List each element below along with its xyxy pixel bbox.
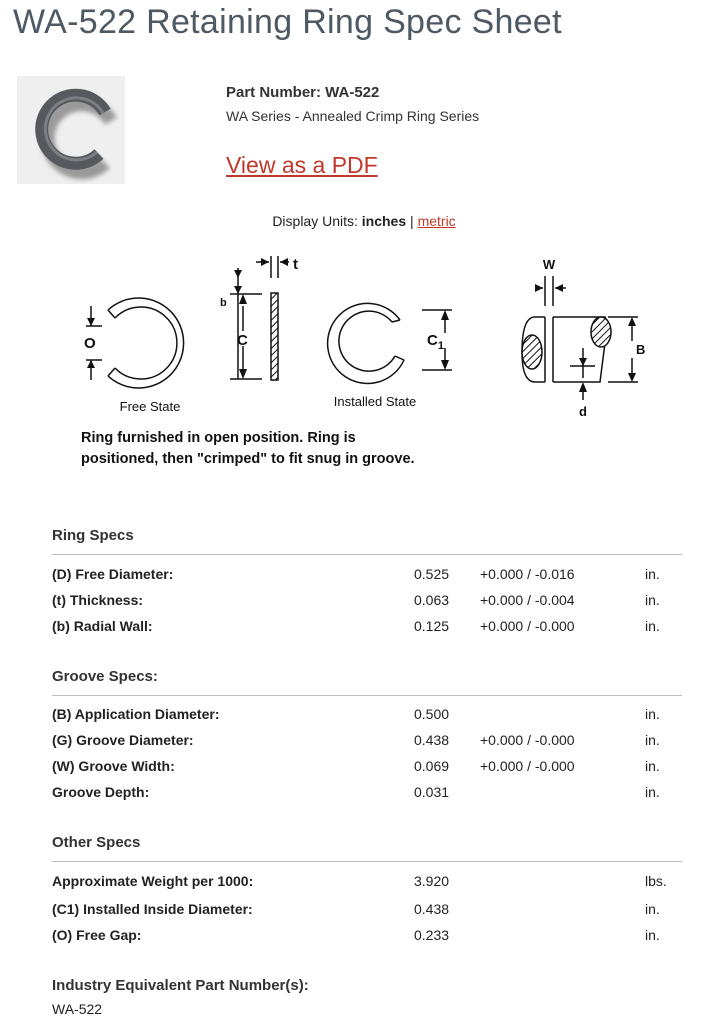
spec-row: (C1) Installed Inside Diameter: 0.438 in…	[52, 901, 682, 923]
spec-label: (C1) Installed Inside Diameter:	[52, 901, 253, 917]
spec-tolerance: +0.000 / -0.000	[480, 732, 575, 748]
section-divider	[52, 554, 682, 555]
ring-thumbnail-image	[35, 88, 118, 180]
other-specs-title: Other Specs	[52, 834, 141, 851]
spec-row: (D) Free Diameter: 0.525 +0.000 / -0.016…	[52, 566, 682, 588]
spec-label: Groove Depth:	[52, 784, 150, 800]
spec-value: 0.438	[414, 732, 450, 748]
industry-equivalent-value: WA-522	[52, 1001, 103, 1017]
units-prefix: Display Units:	[272, 213, 362, 229]
caption-free-state: Free State	[120, 399, 181, 414]
label-b: b	[220, 297, 227, 309]
note-line-2: positioned, then "crimped" to fit snug i…	[81, 451, 415, 467]
display-units: Display Units: inches | metric	[0, 213, 728, 229]
label-w: W	[543, 257, 556, 272]
label-b-big: B	[636, 342, 645, 357]
spec-unit: lbs.	[645, 873, 667, 889]
groove-specs-title: Groove Specs:	[52, 668, 158, 685]
label-o: O	[84, 335, 96, 352]
spec-label: (W) Groove Width:	[52, 758, 175, 774]
spec-label: (G) Groove Diameter:	[52, 732, 194, 748]
spec-row: (b) Radial Wall: 0.125 +0.000 / -0.000 i…	[52, 618, 682, 640]
spec-label: (B) Application Diameter:	[52, 706, 220, 722]
label-t: t	[293, 256, 298, 273]
section-divider	[52, 695, 682, 696]
spec-tolerance: +0.000 / -0.016	[480, 566, 575, 582]
spec-label: (O) Free Gap:	[52, 927, 142, 943]
spec-value: 0.125	[414, 618, 450, 634]
view-pdf-link[interactable]: View as a PDF	[226, 152, 378, 178]
label-d: d	[579, 404, 587, 419]
spec-row: (B) Application Diameter: 0.500 in.	[52, 706, 682, 728]
spec-value: 0.069	[414, 758, 450, 774]
units-current: inches	[361, 213, 407, 229]
spec-tolerance: +0.000 / -0.004	[480, 592, 575, 608]
industry-equivalent-title: Industry Equivalent Part Number(s):	[52, 977, 309, 994]
spec-label: (D) Free Diameter:	[52, 566, 174, 582]
spec-unit: in.	[645, 592, 660, 608]
metric-link[interactable]: metric	[417, 213, 456, 229]
caption-installed-state: Installed State	[334, 394, 416, 409]
spec-unit: in.	[645, 901, 660, 917]
spec-unit: in.	[645, 784, 660, 800]
spec-row: (t) Thickness: 0.063 +0.000 / -0.004 in.	[52, 592, 682, 614]
spec-value: 0.233	[414, 927, 450, 943]
spec-row: (G) Groove Diameter: 0.438 +0.000 / -0.0…	[52, 732, 682, 754]
spec-value: 0.438	[414, 901, 450, 917]
spec-unit: in.	[645, 732, 660, 748]
svg-text:C1: C1	[427, 332, 444, 352]
units-separator: |	[406, 213, 418, 229]
ring-diagram: t b O C C1 W B d Free State Installed St…	[60, 248, 670, 478]
note-line-1: Ring furnished in open position. Ring is	[81, 430, 356, 446]
ring-diagram-drawing: t b O C C1 W B d Free State Installed St…	[81, 256, 645, 467]
spec-tolerance: +0.000 / -0.000	[480, 618, 575, 634]
spec-row: Groove Depth: 0.031 in.	[52, 784, 682, 806]
label-c: C	[237, 332, 248, 349]
spec-unit: in.	[645, 566, 660, 582]
spec-label: (t) Thickness:	[52, 592, 144, 608]
label-c1-sub: 1	[438, 340, 444, 352]
spec-value: 0.031	[414, 784, 450, 800]
ring-specs-title: Ring Specs	[52, 527, 134, 544]
ring-thumbnail	[17, 76, 125, 184]
label-c1: C	[427, 332, 438, 349]
spec-row: (O) Free Gap: 0.233 in.	[52, 927, 682, 949]
spec-value: 0.063	[414, 592, 450, 608]
spec-unit: in.	[645, 758, 660, 774]
spec-row: Approximate Weight per 1000: 3.920 lbs.	[52, 873, 682, 895]
spec-value: 3.920	[414, 873, 450, 889]
spec-value: 0.500	[414, 706, 450, 722]
section-divider	[52, 861, 682, 862]
spec-unit: in.	[645, 927, 660, 943]
part-number: Part Number: WA-522	[226, 84, 380, 101]
spec-label: Approximate Weight per 1000:	[52, 873, 254, 889]
page-title: WA-522 Retaining Ring Spec Sheet	[13, 3, 562, 41]
spec-unit: in.	[645, 706, 660, 722]
spec-unit: in.	[645, 618, 660, 634]
spec-tolerance: +0.000 / -0.000	[480, 758, 575, 774]
spec-label: (b) Radial Wall:	[52, 618, 153, 634]
spec-value: 0.525	[414, 566, 450, 582]
series-name: WA Series - Annealed Crimp Ring Series	[226, 108, 480, 124]
spec-row: (W) Groove Width: 0.069 +0.000 / -0.000 …	[52, 758, 682, 780]
